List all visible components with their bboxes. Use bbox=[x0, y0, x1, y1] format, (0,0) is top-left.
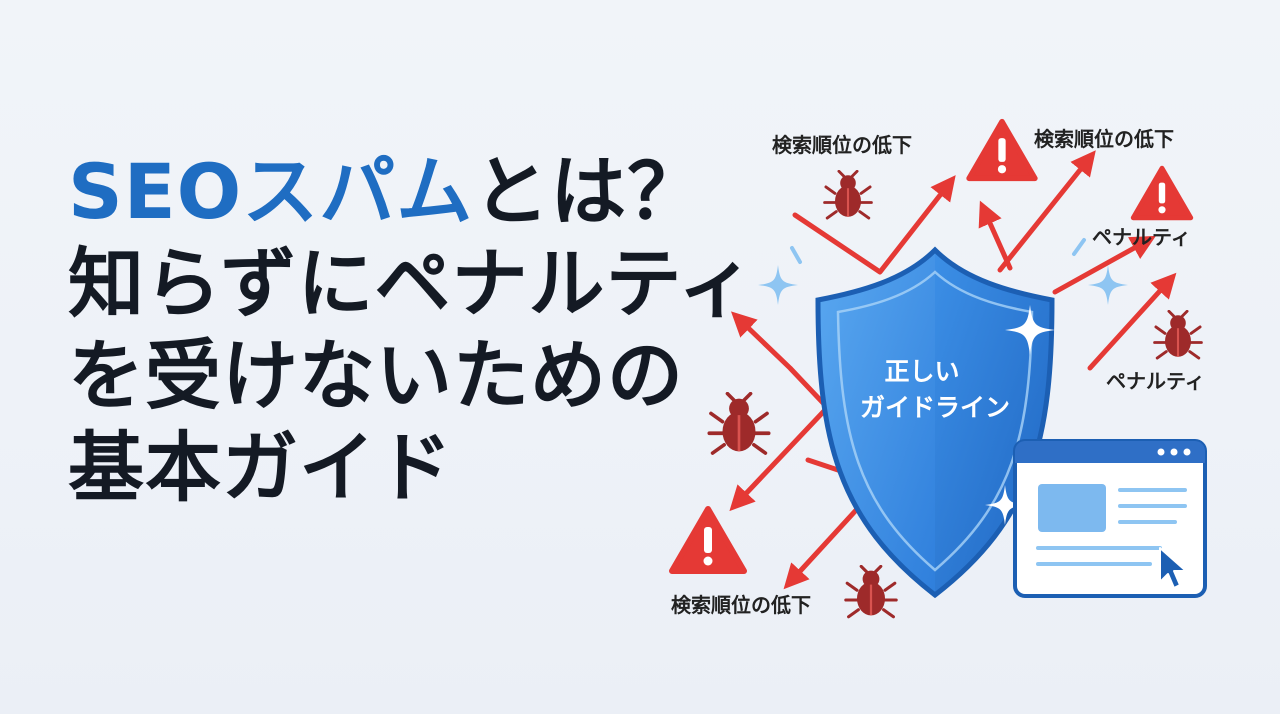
cursor-icon bbox=[1159, 547, 1187, 589]
arrow-top-left bbox=[792, 175, 956, 275]
arrow-top-right bbox=[997, 150, 1096, 273]
headline: SEOスパムとは？ 知らずにペナルティ を受けないための 基本ガイド bbox=[68, 146, 755, 514]
shield-title-line-1: 正しい bbox=[884, 357, 959, 386]
label-top-right: 検索順位の低下 bbox=[1034, 127, 1174, 151]
headline-line-4: 基本ガイド bbox=[68, 423, 453, 512]
label-bottom: 検索順位の低下 bbox=[671, 593, 811, 617]
sparkle-icon bbox=[758, 265, 798, 305]
shield-title-line-2: ガイドライン bbox=[860, 393, 1010, 422]
arrow-right-middle bbox=[1087, 272, 1177, 371]
bug-icon bbox=[1153, 310, 1203, 360]
arrow-left-upper bbox=[730, 311, 828, 408]
warning-icon bbox=[1133, 168, 1191, 218]
arrow-right-upper bbox=[1052, 235, 1156, 295]
headline-line-2: 知らずにペナルティ bbox=[68, 239, 755, 328]
label-right-upper: ペナルティ bbox=[1092, 225, 1191, 249]
bug-icon bbox=[844, 565, 898, 619]
headline-line-1: SEOスパムとは？ bbox=[68, 146, 708, 238]
warning-icon bbox=[672, 509, 744, 571]
arrow-left-lower bbox=[729, 407, 828, 512]
warning-icon bbox=[969, 122, 1035, 179]
bug-icon bbox=[823, 170, 873, 220]
headline-line-3: を受けないための bbox=[68, 331, 684, 420]
browser-window-icon bbox=[1013, 439, 1207, 598]
headline-line-1-rest: とは？ bbox=[473, 147, 705, 236]
accent-dashes bbox=[790, 238, 1086, 264]
shield-icon bbox=[815, 246, 1055, 599]
arrow-top-center bbox=[978, 200, 1013, 271]
headline-accent: SEOスパム bbox=[68, 147, 474, 236]
bug-icon bbox=[707, 392, 771, 455]
arrows bbox=[729, 150, 1177, 590]
label-right-lower: ペナルティ bbox=[1106, 369, 1205, 393]
label-top-left: 検索順位の低下 bbox=[772, 133, 912, 157]
